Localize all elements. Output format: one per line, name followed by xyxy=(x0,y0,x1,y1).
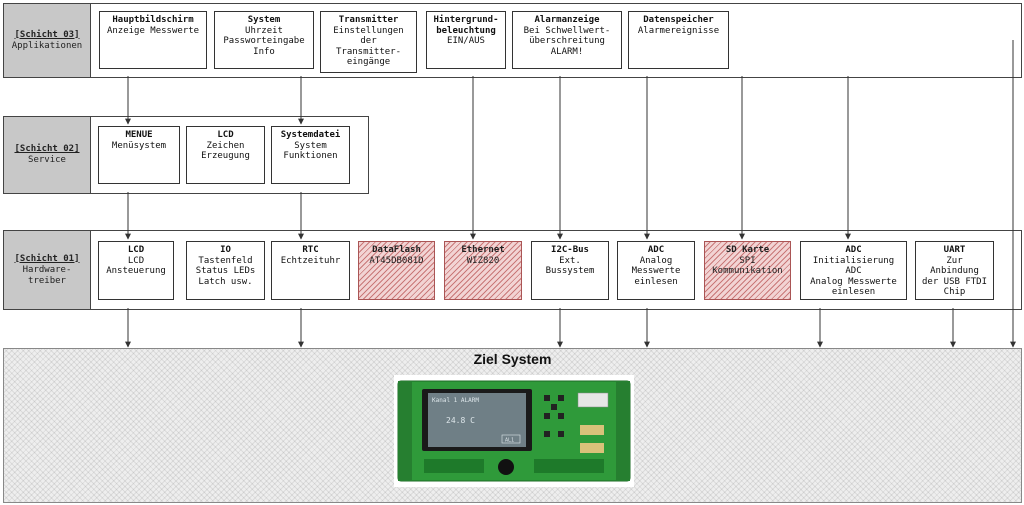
lcd-line-3: AL1 xyxy=(505,438,514,444)
box-sd-karte: SD Karte SPI Kommunikation xyxy=(704,241,791,300)
box-desc: System Funktionen xyxy=(283,140,338,162)
button-icon xyxy=(551,404,557,410)
pcb-left-rail xyxy=(398,381,412,481)
button-icon xyxy=(558,395,564,401)
chip-icon xyxy=(577,392,609,408)
box-title: LCD xyxy=(217,130,234,140)
box-title: Ethernet xyxy=(461,245,505,255)
layer-01-name: Hardware- treiber xyxy=(22,264,72,286)
box-title: ADC xyxy=(845,245,862,255)
box-desc: AT45DB081D xyxy=(369,255,424,266)
buzzer-icon xyxy=(498,459,514,475)
box-desc: Echtzeituhr xyxy=(280,255,341,266)
box-title: System xyxy=(247,15,281,25)
box-rtc: RTC Echtzeituhr xyxy=(271,241,350,300)
box-title: LCD xyxy=(127,245,145,255)
box-dataflash: DataFlash AT45DB081D xyxy=(358,241,435,300)
lcd-badge xyxy=(501,434,521,444)
box-desc: Initialisierung ADC Analog Messwerte ein… xyxy=(810,255,897,298)
box-lcd-driver: LCD LCD Ansteuerung xyxy=(98,241,174,300)
pcb-right-rail xyxy=(616,381,630,481)
box-lcd-service: LCD Zeichen Erzeugung xyxy=(186,126,265,184)
layer-03-number: [Schicht 03] xyxy=(14,29,80,40)
connector-icon xyxy=(424,459,484,473)
lcd-screen xyxy=(428,393,526,447)
box-systemdatei: Systemdatei System Funktionen xyxy=(271,126,350,184)
layer-01-label: [Schicht 01] Hardware- treiber xyxy=(4,231,91,309)
box-title: I2C-Bus xyxy=(551,245,589,255)
button-icon xyxy=(544,413,550,419)
box-i2c-bus: I2C-Bus Ext. Bussystem xyxy=(531,241,609,300)
layer-03-name: Applikationen xyxy=(11,40,83,51)
device-photo: Kanal 1 ALARM 24.8 C AL1 xyxy=(394,375,634,487)
button-icon xyxy=(558,413,564,419)
box-title: SD Karte xyxy=(725,245,770,255)
box-desc: EIN/AUS xyxy=(447,36,485,46)
box-title: MENUE xyxy=(125,130,153,140)
box-menue: MENUE Menüsystem xyxy=(98,126,180,184)
box-title: DataFlash xyxy=(372,245,421,255)
lcd-line-1: Kanal 1 ALARM xyxy=(432,397,479,404)
box-desc: Tastenfeld Status LEDs Latch usw. xyxy=(195,255,256,287)
box-io: IO Tastenfeld Status LEDs Latch usw. xyxy=(186,241,265,300)
box-desc: Uhrzeit Passwortеingabe Info xyxy=(223,25,305,57)
box-adc-2: ADC Initialisierung ADC Analog Messwerte… xyxy=(800,241,907,300)
box-title: Datenspeicher xyxy=(643,15,714,25)
box-ethernet: Ethernet WIZ820 xyxy=(444,241,522,300)
layer-02: [Schicht 02] Service MENUE Menüsystem LC… xyxy=(3,116,369,194)
box-hauptbildschirm: Hauptbildschirm Anzeige Messwerte xyxy=(99,11,207,69)
button-icon xyxy=(558,431,564,437)
box-title: Transmitter xyxy=(338,15,399,25)
box-uart: UART Zur Anbindung der USB FTDI Chip xyxy=(915,241,994,300)
chip-icon xyxy=(580,425,604,435)
button-icon xyxy=(544,395,550,401)
box-desc: Ext. Bussystem xyxy=(545,255,595,277)
box-alarmanzeige: Alarmanzeige Bei Schwellwert- überschrei… xyxy=(512,11,622,69)
box-adc-1: ADC Analog Messwerte einlesen xyxy=(617,241,695,300)
lcd-line-2: 24.8 C xyxy=(446,416,475,425)
layer-03-label: [Schicht 03] Applikationen xyxy=(4,4,91,77)
box-system: System Uhrzeit Passwortеingabe Info xyxy=(214,11,314,69)
box-hintergrundbeleuchtung: Hintergrund- beleuchtung EIN/AUS xyxy=(426,11,506,69)
box-desc: Zur Anbindung der USB FTDI Chip xyxy=(921,255,988,298)
layer-01: [Schicht 01] Hardware- treiber LCD LCD A… xyxy=(3,230,1022,310)
box-desc: WIZ820 xyxy=(466,255,500,266)
box-title: Hauptbildschirm xyxy=(112,15,194,25)
layer-02-name: Service xyxy=(28,155,66,165)
target-system-title: Ziel System xyxy=(473,351,552,367)
layer-02-label: [Schicht 02] Service xyxy=(4,117,91,193)
layer-01-number: [Schicht 01] xyxy=(14,253,80,264)
box-desc: LCD Ansteuerung xyxy=(106,255,166,277)
box-title: Hintergrund- beleuchtung xyxy=(433,15,499,36)
target-system-panel: Ziel System Kanal 1 ALARM 24.8 C AL1 xyxy=(3,348,1022,503)
box-datenspeicher: Datenspeicher Alarmereignisse xyxy=(628,11,729,69)
box-title: Alarmanzeige xyxy=(534,15,600,25)
box-desc: Alarmereignisse xyxy=(637,25,720,36)
box-title: ADC xyxy=(647,245,665,255)
box-title: UART xyxy=(943,245,966,255)
box-desc: Zeichen Erzeugung xyxy=(201,140,250,162)
layer-03: [Schicht 03] Applikationen Hauptbildschi… xyxy=(3,3,1022,78)
box-desc: Menüsystem xyxy=(111,140,167,151)
box-desc: Analog Messwerte einlesen xyxy=(631,255,681,287)
connector-icon xyxy=(534,459,604,473)
box-desc: SPI Kommunikation xyxy=(712,255,783,277)
chip-icon xyxy=(580,443,604,453)
box-title: IO xyxy=(220,245,231,255)
layer-02-number: [Schicht 02] xyxy=(14,144,80,154)
box-desc: Einstellungen der Transmitter- eingänge xyxy=(333,25,404,68)
box-desc: Bei Schwellwert- überschreitung ALARM! xyxy=(523,25,611,57)
box-transmitter: Transmitter Einstellungen der Transmitte… xyxy=(320,11,417,73)
box-title: Systemdatei xyxy=(280,130,341,140)
box-desc: Anzeige Messwerte xyxy=(106,25,200,36)
box-title: RTC xyxy=(302,245,319,255)
button-icon xyxy=(544,431,550,437)
